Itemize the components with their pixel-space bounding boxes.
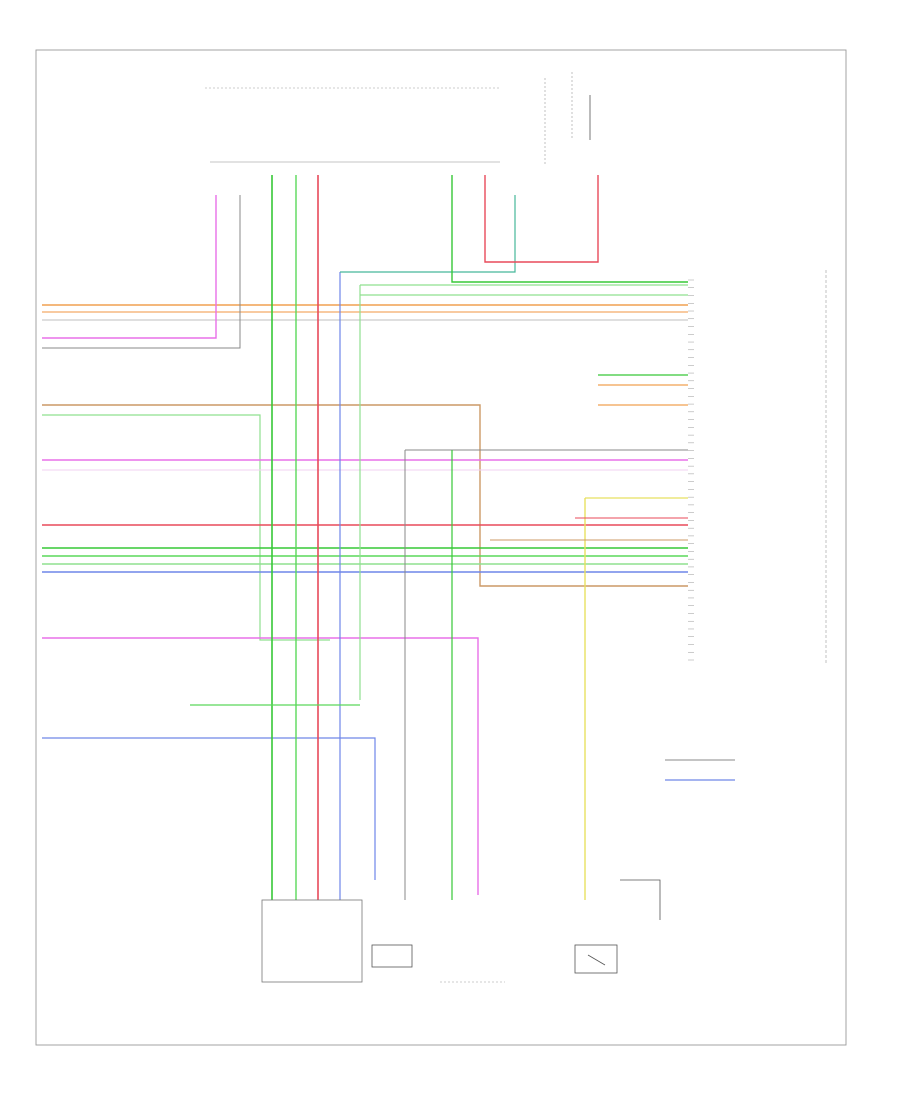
- diagram-frame: [35, 49, 847, 1046]
- wire-ground: [620, 879, 661, 920]
- wire-pink-bottom: [42, 637, 479, 895]
- wire-red-top-loop: [484, 175, 599, 263]
- wire-tan: [42, 404, 688, 587]
- bottom-switch: [574, 944, 618, 974]
- wire-lightgreen-loop: [42, 414, 330, 641]
- wire-blue-bottom: [42, 737, 376, 880]
- bottom-component-a-box: [261, 899, 363, 983]
- wire-green-top-pcm: [451, 175, 688, 283]
- wire-gray-top: [42, 195, 241, 349]
- bottom-connector-left: [261, 899, 363, 983]
- wire-teal-top: [340, 195, 516, 273]
- bottom-switch-box: [574, 944, 618, 974]
- bottom-sensor-box: [371, 944, 413, 968]
- wire-pink-top: [42, 195, 217, 339]
- wires: [42, 175, 735, 920]
- bottom-sensor: [371, 944, 413, 968]
- bottom-switch-contact: [587, 954, 606, 966]
- pcm-connector: [688, 279, 694, 661]
